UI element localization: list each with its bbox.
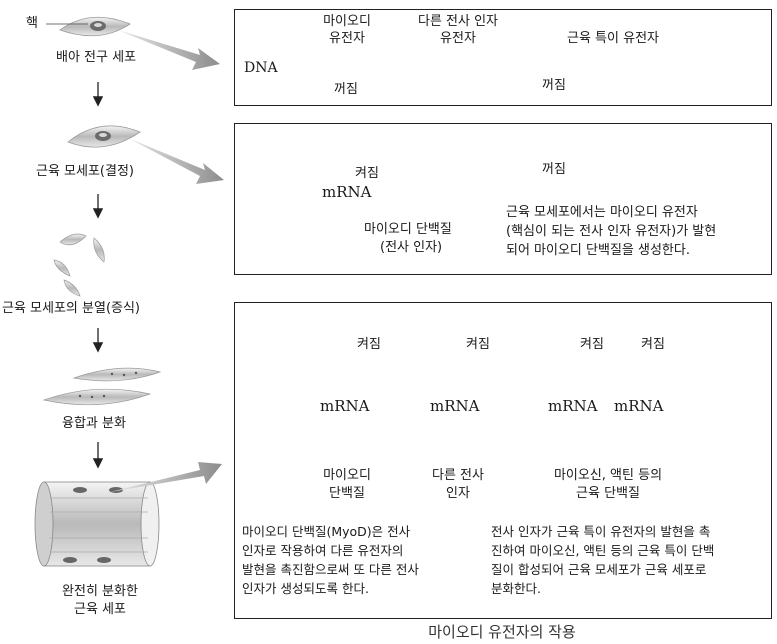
- desc-left-line2: 인자로 작용하여 다른 유전자의: [242, 541, 403, 560]
- gene1-label-line2: 유전자: [297, 31, 397, 47]
- panel3-on1-label: 켜짐: [357, 337, 381, 353]
- panel2-note-line3: 되어 마이오디 단백질을 생성한다.: [506, 241, 690, 260]
- product3-line2: 근육 단백질: [530, 486, 686, 502]
- panel3-on3-label: 켜짐: [580, 337, 604, 353]
- desc-right-line2: 진하여 마이오신, 액틴 등의 근육 특이 단백: [491, 541, 714, 560]
- desc-left-line1: 마이오디 단백질(MyoD)은 전사: [242, 522, 410, 541]
- gene1-label-line1: 마이오디: [297, 14, 397, 30]
- panel2-mrna-label: mRNA: [322, 184, 371, 200]
- gene2-label-line1: 다른 전사 인자: [398, 14, 518, 30]
- desc-right-line3: 질이 합성되어 근육 모세포가 근육 세포로: [491, 560, 706, 579]
- stage2-label: 근육 모세포(결정): [36, 164, 134, 180]
- product2-line1: 다른 전사: [418, 468, 498, 484]
- panel3-on2-label: 켜짐: [466, 337, 490, 353]
- panel2-note-line1: 근육 모세포에서는 마이오디 유전자: [506, 203, 698, 222]
- product3-line1: 마이오신, 액틴 등의: [530, 468, 686, 484]
- desc-right-line4: 분화한다.: [491, 579, 541, 598]
- protein-label-line1: 마이오디 단백질: [364, 222, 452, 238]
- others-off-label: 꺼짐: [538, 78, 570, 94]
- figure-caption: 마이오디 유전자의 작용: [234, 622, 770, 642]
- panel2-on-label: 켜짐: [355, 166, 379, 182]
- gene1-off-label: 꺼짐: [334, 82, 358, 98]
- panel3-on4-label: 켜짐: [641, 337, 665, 353]
- panel3-mrna4: mRNA: [614, 398, 663, 414]
- gene2-label-line2: 유전자: [398, 31, 518, 47]
- dividing-cells: [54, 234, 104, 296]
- panel3-mrna2: mRNA: [430, 398, 479, 414]
- desc-left-line3: 발현을 촉진함으로써 또 다른 전사: [242, 560, 419, 579]
- muscle-fiber: [35, 462, 222, 566]
- stage1-label: 배아 전구 세포: [56, 50, 136, 66]
- protein-label-line2: (전사 인자): [380, 240, 442, 256]
- panel-myoblast: [234, 123, 772, 275]
- gene3-label: 근육 특이 유전자: [548, 31, 678, 47]
- nucleus-label: 핵: [26, 16, 38, 32]
- product2-line2: 인자: [418, 486, 498, 502]
- dna-label: DNA: [244, 60, 278, 76]
- panel3-mrna1: mRNA: [320, 398, 369, 414]
- product1-line1: 마이오디: [300, 468, 394, 484]
- desc-left-line4: 인자가 생성되도록 한다.: [242, 579, 369, 598]
- stage5-label-line2: 근육 세포: [40, 602, 160, 618]
- desc-right-line1: 전사 인자가 근육 특이 유전자의 발현을 촉: [491, 522, 710, 541]
- panel2-note-line2: (핵심이 되는 전사 인자 유전자)가 발현: [506, 222, 716, 241]
- stage3-label: 근육 모세포의 분열(증식): [2, 301, 140, 317]
- fusing-cells: [44, 368, 160, 405]
- product1-line2: 단백질: [300, 486, 394, 502]
- stage5-label-line1: 완전히 분화한: [40, 584, 160, 600]
- panel2-off-label: 꺼짐: [538, 162, 570, 178]
- stage4-label: 융합과 분화: [62, 416, 126, 432]
- panel3-mrna3: mRNA: [548, 398, 597, 414]
